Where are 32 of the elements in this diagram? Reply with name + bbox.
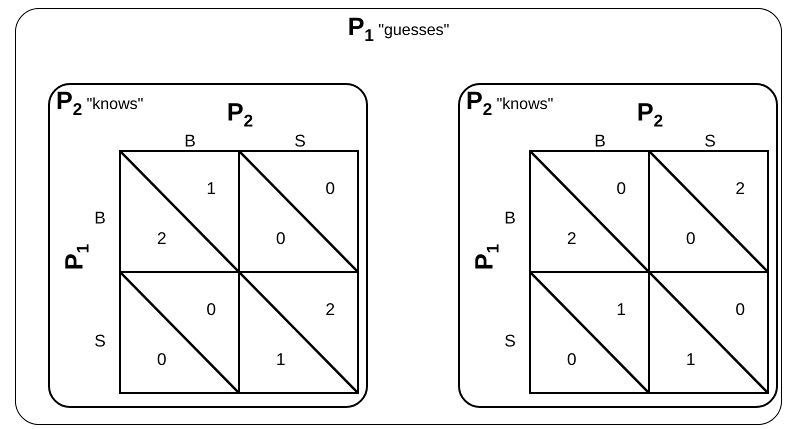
payoff-value: 2 — [326, 301, 335, 318]
strategy-label: B — [594, 132, 606, 150]
payoff-value: 1 — [276, 351, 286, 368]
payoff-value: 1 — [206, 180, 216, 197]
payoff-value: 2 — [157, 230, 166, 247]
payoff-value: 0 — [206, 301, 216, 318]
strategy-label: S — [704, 132, 716, 150]
panel-heading: P$_{2}$ "knows" — [56, 87, 144, 120]
strategy-label: S — [504, 332, 516, 350]
payoff-value: 0 — [736, 301, 745, 318]
payoff-value: 0 — [567, 351, 576, 368]
payoff-value: 0 — [616, 180, 626, 197]
strategy-label: S — [94, 332, 106, 350]
payoff-value: 2 — [567, 230, 576, 247]
strategy-label: S — [294, 132, 306, 150]
payoff-value: 0 — [157, 351, 166, 368]
strategy-label: B — [184, 132, 196, 150]
strategy-label: B — [94, 210, 106, 226]
payoff-value: 0 — [686, 230, 696, 247]
panel-heading: P$_{1}$ "guesses" — [348, 13, 450, 46]
strategy-label: B — [504, 210, 516, 226]
player-label: P$_{2}$ — [226, 100, 254, 130]
payoff-value: 2 — [736, 180, 745, 197]
player-label: P$_{2}$ — [636, 100, 664, 130]
game-panel — [48, 83, 368, 408]
payoff-value: 1 — [616, 301, 626, 318]
outer-frame — [15, 8, 782, 425]
payoff-value: 0 — [326, 180, 335, 197]
payoff-value: 0 — [276, 230, 286, 247]
game-panel — [458, 83, 778, 408]
payoff-value: 1 — [686, 351, 696, 368]
panel-heading: P$_{2}$ "knows" — [466, 87, 554, 120]
